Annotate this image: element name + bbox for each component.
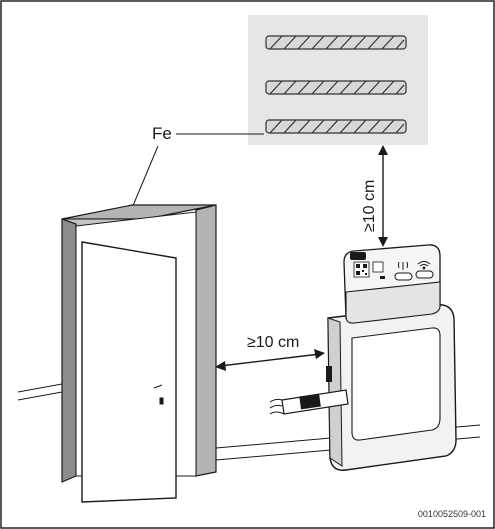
status-led: [380, 276, 385, 279]
cable-cut-end: [269, 398, 285, 415]
door-assembly: [61, 204, 217, 503]
wifi-icon: [417, 261, 431, 270]
network-button: [394, 272, 413, 281]
figure-code: 0010052509-001: [418, 509, 486, 519]
qr-code-icon: [353, 261, 370, 278]
cable-port: [326, 366, 332, 382]
rebar-group: [265, 35, 407, 134]
material-leader-door: [131, 145, 159, 209]
horizontal-distance-arrow: [215, 349, 325, 371]
rebar-2-ribs: [269, 80, 405, 95]
horizontal-distance-label: ≥10 cm: [247, 334, 299, 351]
door-frame-left: [61, 218, 77, 483]
reinforced-wall-panel: [248, 15, 428, 145]
rebar-1-ribs: [269, 35, 405, 50]
device-housing-recess: [351, 327, 441, 441]
device-rating-label: [372, 261, 384, 273]
control-device: [326, 244, 457, 471]
device-module-front: [345, 281, 441, 324]
device-module-grip: [350, 252, 366, 260]
material-label: Fe: [152, 124, 172, 143]
door-leaf: [81, 241, 177, 503]
door-frame-right: [195, 204, 217, 477]
door-handle-icon: [153, 384, 164, 405]
rebar-3-ribs: [269, 119, 405, 134]
vertical-distance-arrow: [378, 145, 388, 247]
vertical-distance-label: ≥10 cm: [361, 180, 378, 232]
cable-sleeve: [299, 393, 321, 410]
wifi-button: [415, 270, 434, 279]
cable-connector-icon: [269, 389, 349, 415]
network-signal-icon: [398, 261, 408, 270]
